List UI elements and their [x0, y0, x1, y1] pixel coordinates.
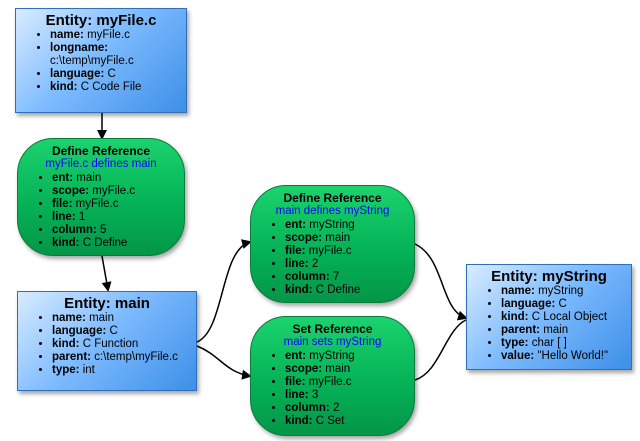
- edge-define-main-to-main: [101, 255, 112, 292]
- property-item: language: C: [501, 298, 625, 311]
- property-item: language: C: [50, 68, 180, 81]
- property-item: parent: c:\temp\myFile.c: [52, 351, 190, 364]
- property-item: scope: myFile.c: [52, 185, 178, 198]
- node-title: Entity: main: [64, 295, 150, 312]
- node-subtitle: myFile.c defines main: [45, 158, 157, 170]
- property-item: ent: myString: [285, 219, 408, 232]
- node-subtitle: main sets myString: [283, 336, 382, 348]
- edge-define-mystring-to-mystring: [414, 243, 468, 321]
- property-item: scope: main: [285, 363, 408, 376]
- define-reference-mystring-node[interactable]: Define Reference main defines myString e…: [250, 185, 415, 303]
- node-subtitle: main defines myString: [275, 205, 390, 217]
- property-item: line: 2: [285, 258, 408, 271]
- entity-main-node[interactable]: Entity: main name: main language: C kind…: [17, 291, 197, 391]
- property-item: file: myFile.c: [285, 376, 408, 389]
- property-item: longname:c:\temp\myFile.c: [50, 42, 180, 68]
- property-item: kind: C Local Object: [501, 311, 625, 324]
- node-title: Set Reference: [292, 322, 373, 336]
- property-item: ent: main: [52, 172, 178, 185]
- property-item: kind: C Define: [52, 237, 178, 250]
- property-list: ent: myString scope: main file: myFile.c…: [257, 219, 408, 297]
- property-list: ent: main scope: myFile.c file: myFile.c…: [24, 172, 178, 250]
- property-item: value: "Hello World!": [501, 350, 625, 363]
- property-item: type: int: [52, 364, 190, 377]
- property-item: column: 7: [285, 271, 408, 284]
- property-item: line: 3: [285, 389, 408, 402]
- property-item: scope: main: [285, 232, 408, 245]
- property-item: kind: C Set: [285, 415, 408, 428]
- property-item: type: char [ ]: [501, 337, 625, 350]
- property-item: name: myFile.c: [50, 29, 180, 42]
- define-reference-main-node[interactable]: Define Reference myFile.c defines main e…: [17, 138, 185, 256]
- property-list: name: myString language: C kind: C Local…: [473, 285, 625, 363]
- edge-main-to-define-mystring: [196, 239, 252, 343]
- entity-myfile-node[interactable]: Entity: myFile.c name: myFile.c longname…: [15, 8, 187, 113]
- property-item: file: myFile.c: [285, 245, 408, 258]
- property-item: name: myString: [501, 285, 625, 298]
- property-list: name: main language: C kind: C Function …: [24, 312, 190, 377]
- property-item: column: 2: [285, 402, 408, 415]
- property-item: kind: C Function: [52, 338, 190, 351]
- property-item: kind: C Define: [285, 284, 408, 297]
- property-list: ent: myString scope: main file: myFile.c…: [257, 350, 408, 428]
- set-reference-mystring-node[interactable]: Set Reference main sets myString ent: my…: [250, 316, 415, 436]
- property-item: language: C: [52, 325, 190, 338]
- property-item: name: main: [52, 312, 190, 325]
- node-title: Define Reference: [283, 191, 382, 205]
- node-title: Entity: myFile.c: [45, 12, 157, 29]
- property-item: ent: myString: [285, 350, 408, 363]
- edge-set-mystring-to-mystring: [414, 319, 467, 381]
- property-item: parent: main: [501, 324, 625, 337]
- node-title: Entity: myString: [491, 268, 607, 285]
- node-title: Define Reference: [51, 144, 151, 158]
- property-item: column: 5: [52, 224, 178, 237]
- property-item: line: 1: [52, 211, 178, 224]
- property-list: name: myFile.c longname:c:\temp\myFile.c…: [22, 29, 180, 94]
- edge-main-to-set-mystring: [196, 345, 252, 380]
- property-item: file: myFile.c: [52, 198, 178, 211]
- property-item: kind: C Code File: [50, 81, 180, 94]
- entity-mystring-node[interactable]: Entity: myString name: myString language…: [466, 264, 632, 370]
